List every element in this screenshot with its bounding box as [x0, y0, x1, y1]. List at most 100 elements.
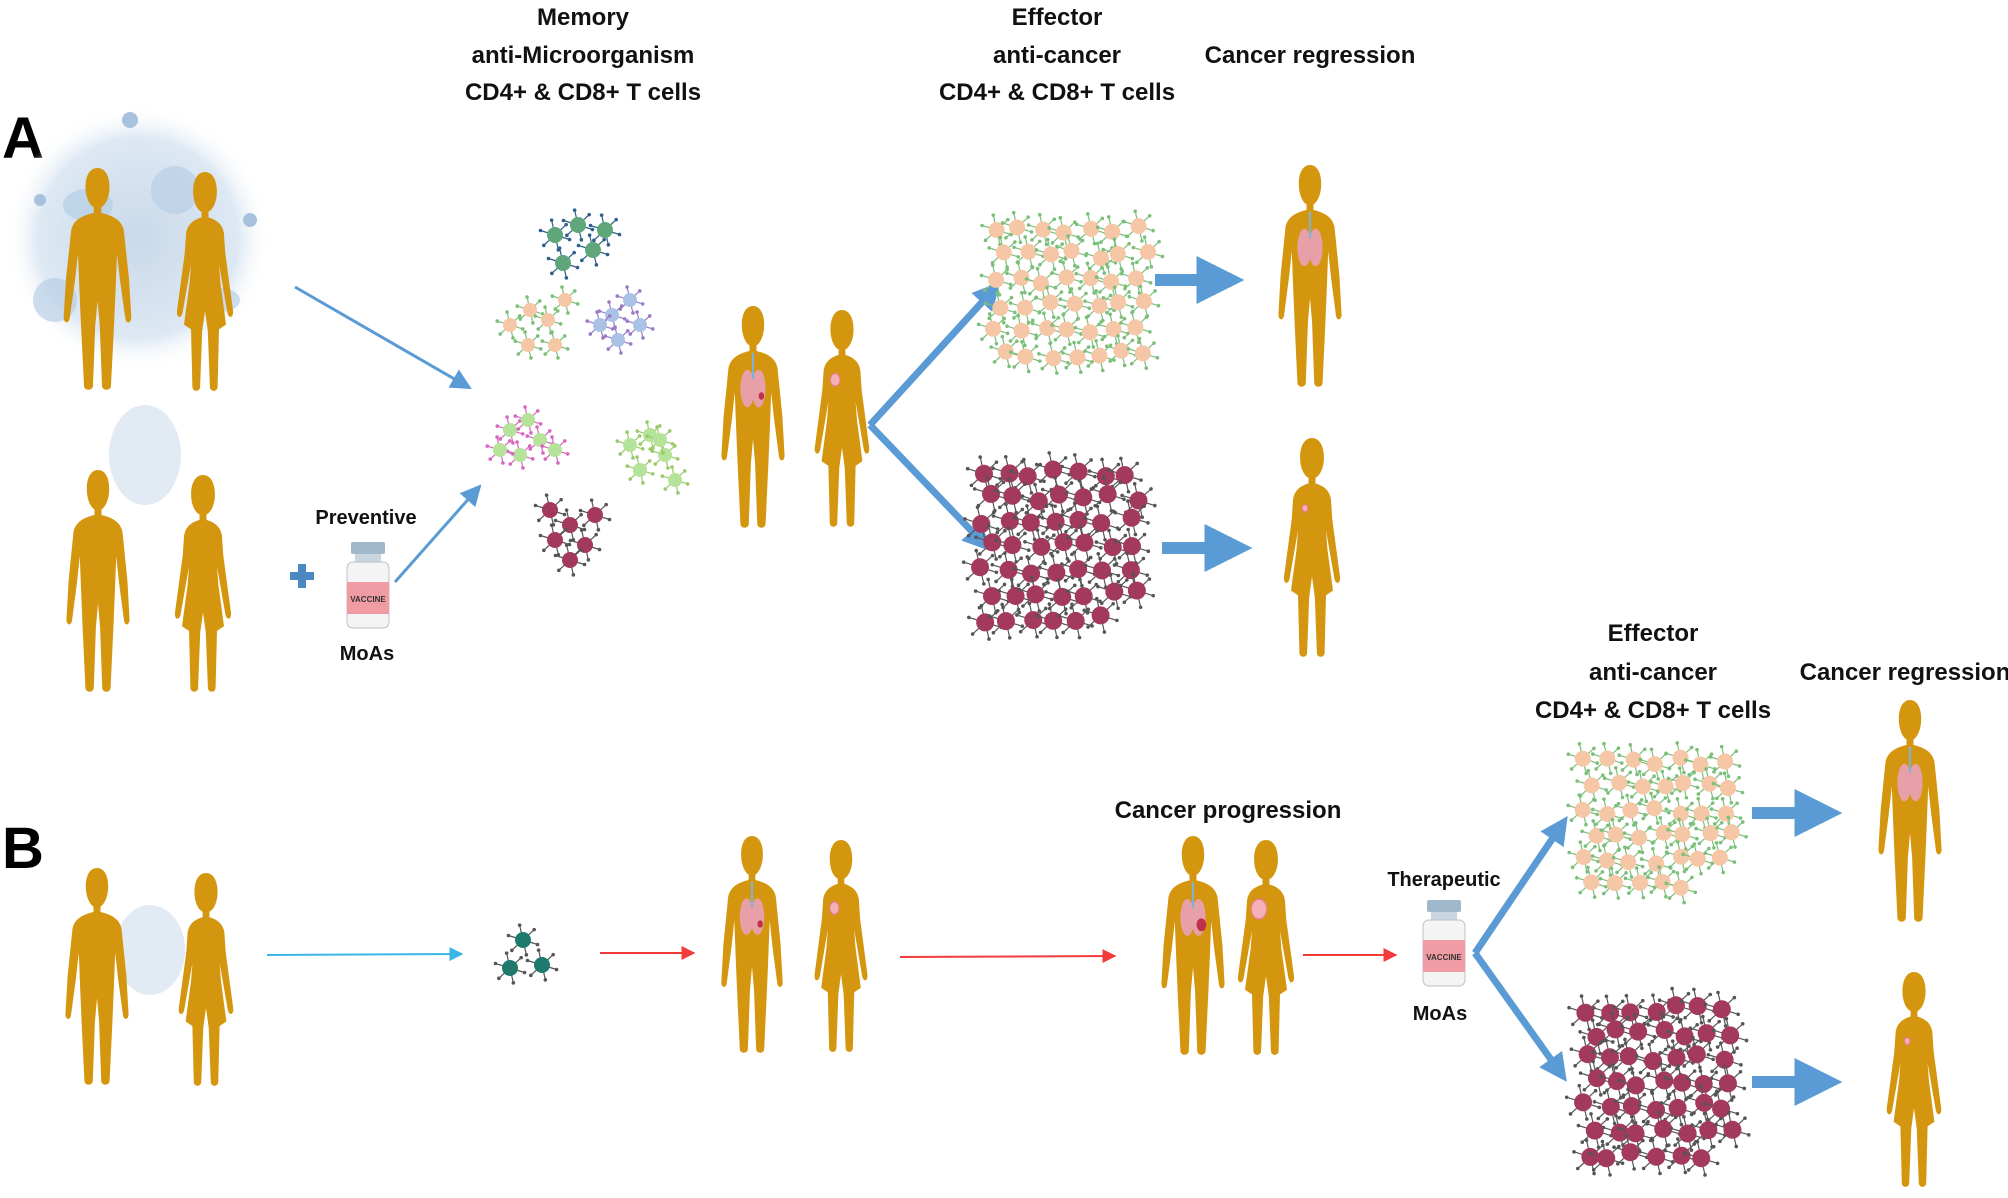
t-cell: [576, 233, 610, 267]
t-cell: [1097, 312, 1130, 346]
t-cell: [1023, 528, 1060, 566]
tumor-icon: [1301, 503, 1309, 513]
t-cell: [997, 577, 1034, 615]
therapeutic-label: Therapeutic: [1387, 869, 1500, 891]
t-cell: [979, 263, 1013, 297]
t-cell: [1567, 840, 1601, 874]
effector-cell-cluster-maroon: [1564, 986, 1751, 1177]
t-cell: [1614, 793, 1647, 827]
t-cell: [1612, 1133, 1649, 1171]
woman-figure-regression: [1283, 438, 1341, 657]
t-cell: [1683, 1139, 1720, 1177]
t-cell: [1617, 743, 1650, 777]
t-cell: [1126, 336, 1160, 370]
t-cell: [603, 325, 633, 355]
t-cell: [1569, 1035, 1606, 1073]
t-cell: [1666, 1017, 1703, 1055]
t-cell: [987, 235, 1021, 270]
woman-figure: [176, 172, 234, 391]
t-cell: [1711, 771, 1745, 805]
t-cell: [980, 213, 1013, 247]
t-cell: [1017, 575, 1054, 613]
panel-b-label: B: [2, 816, 44, 881]
t-cell: [1089, 475, 1126, 513]
lungs-icon: [1297, 211, 1323, 267]
t-cell: [550, 285, 580, 315]
man-figure: [63, 168, 132, 390]
t-cell: [578, 498, 612, 532]
t-cell: [1678, 1035, 1715, 1073]
t-cell: [1649, 769, 1682, 803]
header-memory-line3: CD4+ & CD8+ T cells: [465, 79, 701, 106]
t-cell: [1084, 241, 1118, 275]
t-cell: [1664, 741, 1697, 775]
header-regression-a: Cancer regression: [1205, 42, 1416, 69]
t-cell: [1060, 453, 1097, 491]
lungs-icon: [1897, 746, 1923, 802]
t-cell: [987, 602, 1025, 640]
t-cell: [1706, 1041, 1743, 1079]
t-cell: [1622, 821, 1656, 855]
t-cell: [1574, 865, 1608, 899]
t-cell: [1095, 215, 1129, 249]
t-cell: [1690, 1111, 1727, 1149]
t-cell: [961, 548, 999, 586]
t-cell: [1040, 476, 1078, 514]
t-cell: [1058, 287, 1092, 321]
t-cell: [660, 465, 690, 495]
t-cell: [1617, 1114, 1654, 1152]
t-cell: [1050, 312, 1083, 347]
header-memory: Memory anti-Microorganism CD4+ & CD8+ T …: [465, 4, 701, 106]
t-cell: [1065, 577, 1102, 615]
t-cell: [625, 455, 655, 485]
t-cell: [1055, 234, 1088, 268]
effector-cell-cluster-maroon: [961, 451, 1157, 641]
t-cell: [1611, 845, 1645, 879]
memory-t-cell-cluster-small: [493, 923, 559, 985]
man-figure-regression: [1278, 165, 1342, 387]
t-cell: [615, 430, 645, 460]
lungs-icon: [1180, 882, 1207, 936]
header-effector-a-line2: anti-cancer: [993, 42, 1121, 69]
t-cell: [989, 334, 1023, 369]
t-cell: [1065, 478, 1102, 516]
woman-figure-breast-tumor: [814, 310, 870, 527]
t-cell: [1009, 457, 1046, 495]
lungs-icon: [740, 352, 766, 408]
tumor-icon: [1196, 918, 1207, 932]
t-cell: [1708, 744, 1742, 779]
preventive-label: Preventive: [315, 507, 416, 529]
t-cell: [1646, 1061, 1683, 1099]
t-cell: [1664, 840, 1698, 874]
t-cell: [1061, 340, 1094, 375]
header-effector-b: Effector anti-cancer CD4+ & CD8+ T cells: [1535, 620, 1771, 724]
t-cell: [1590, 741, 1624, 776]
t-cell: [540, 435, 570, 465]
t-cell: [505, 440, 535, 470]
t-cell: [1009, 340, 1042, 374]
t-cell: [1623, 866, 1657, 900]
t-cell: [1590, 797, 1624, 831]
t-cell: [1012, 235, 1045, 269]
t-cell: [1613, 1087, 1650, 1125]
t-cell: [513, 405, 543, 435]
t-cell: [1101, 285, 1135, 319]
woman-figure-regression: [1886, 972, 1942, 1187]
t-cell: [495, 310, 525, 340]
header-memory-line1: Memory: [537, 4, 630, 31]
t-cell: [1119, 310, 1152, 345]
tumor-icon: [1903, 1036, 1911, 1046]
t-cell: [1012, 504, 1049, 542]
t-cell: [1000, 210, 1034, 245]
header-effector-a-line3: CD4+ & CD8+ T cells: [939, 79, 1175, 106]
header-memory-line2: anti-Microorganism: [472, 42, 695, 69]
vaccine-vial-icon: VACCINE: [1422, 900, 1466, 987]
t-cell: [1034, 451, 1072, 489]
vaccine-vial-icon: VACCINE: [346, 542, 390, 629]
t-cell: [1588, 1139, 1625, 1177]
t-cell: [553, 543, 587, 577]
t-cell: [1666, 817, 1699, 851]
t-cell: [1712, 1016, 1749, 1054]
microorganism-background-small-b: [115, 905, 185, 995]
t-cell: [1669, 1115, 1706, 1152]
